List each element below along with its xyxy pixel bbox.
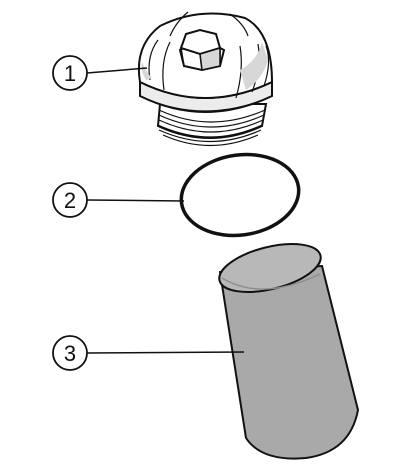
cap-threads — [157, 109, 266, 147]
callout-1-number: 1 — [64, 61, 76, 86]
cap-hex-nut — [178, 28, 226, 72]
leader-line-3 — [86, 351, 245, 354]
filter-element — [218, 243, 360, 460]
callout-2-number: 2 — [64, 188, 76, 213]
callout-1: 1 — [52, 55, 148, 91]
callout-2-circle — [52, 182, 88, 218]
callout-3-circle — [52, 335, 88, 371]
o-ring-seal — [179, 152, 301, 238]
callout-3: 3 — [52, 335, 245, 371]
callout-1-circle — [52, 55, 88, 91]
leader-line-2 — [86, 199, 185, 202]
callout-2: 2 — [52, 182, 185, 218]
callout-3-number: 3 — [64, 341, 76, 366]
filter-body — [218, 264, 360, 460]
oil-filter-cap — [137, 11, 274, 147]
leader-line-1 — [86, 67, 148, 74]
